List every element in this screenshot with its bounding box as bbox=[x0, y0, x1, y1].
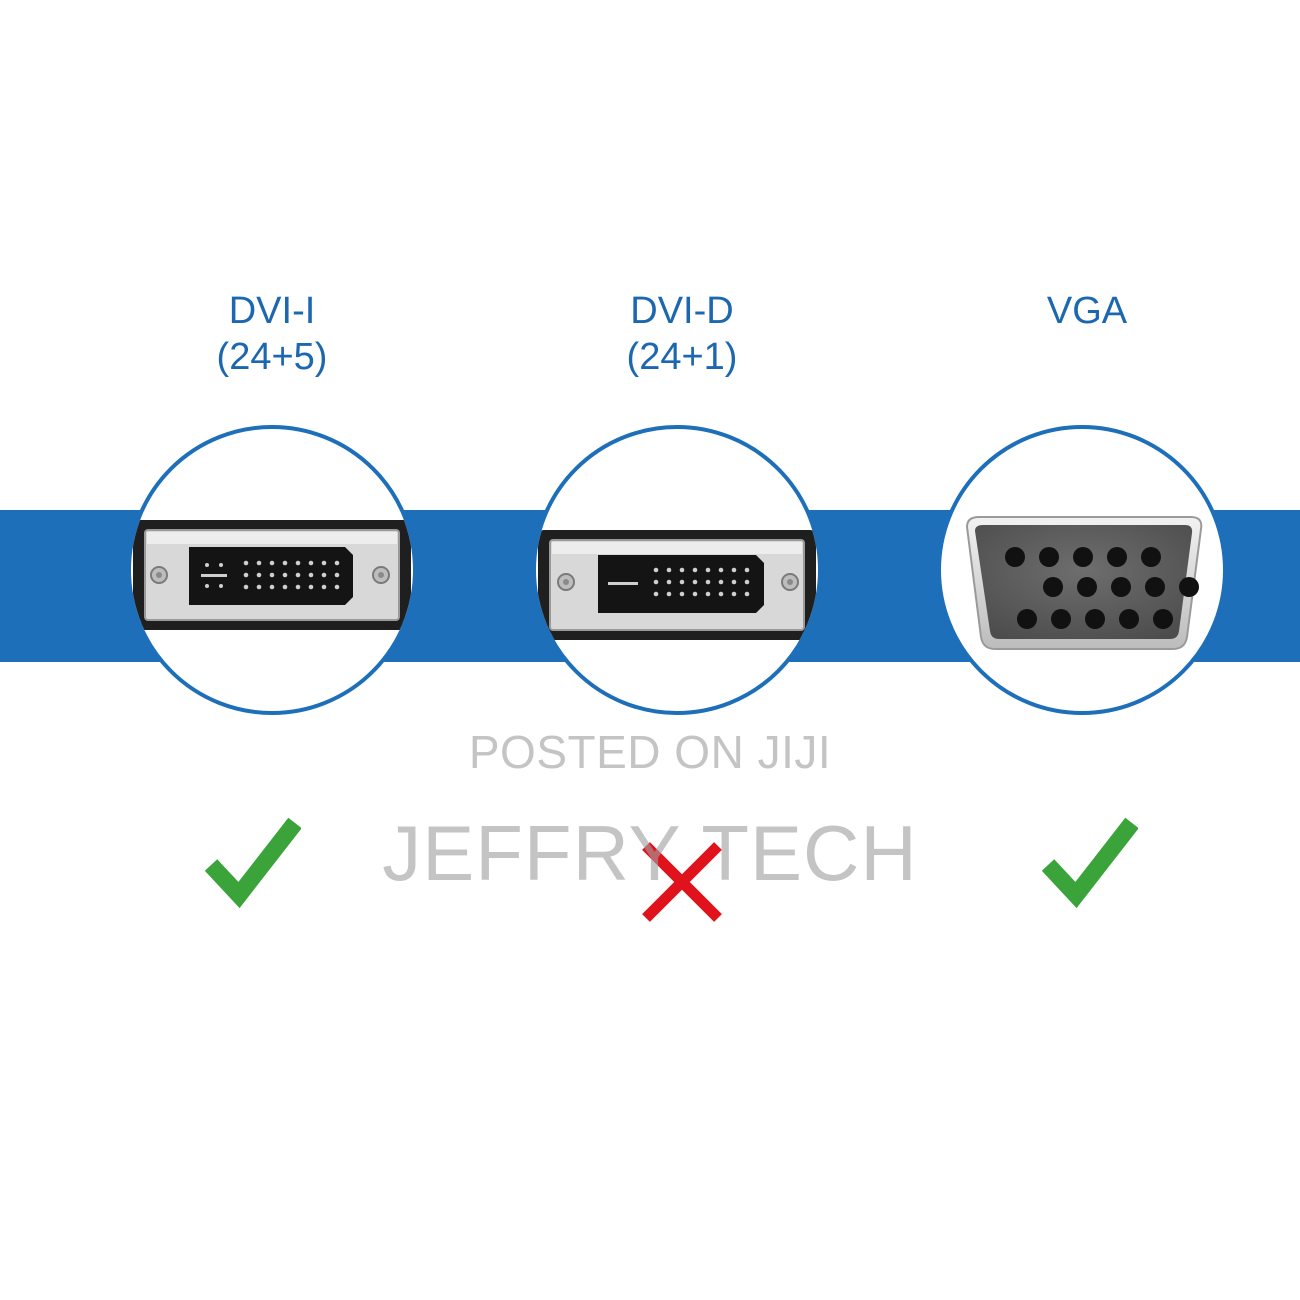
pin bbox=[1085, 609, 1105, 629]
pin bbox=[705, 579, 711, 585]
dvi-d-cross-icon bbox=[642, 842, 722, 922]
pin bbox=[744, 567, 750, 573]
pin bbox=[1017, 609, 1037, 629]
pin bbox=[731, 591, 737, 597]
pin bbox=[692, 579, 698, 585]
pin bbox=[718, 567, 724, 573]
dvi-i-connector-circle bbox=[127, 425, 417, 715]
pin bbox=[256, 560, 262, 566]
pin bbox=[269, 572, 275, 578]
watermark-line-2: JEFFRY TECH bbox=[382, 809, 918, 897]
vga-name: VGA bbox=[1046, 290, 1128, 332]
dvi-i-name: DVI-I bbox=[228, 290, 316, 332]
pin bbox=[256, 572, 262, 578]
pin bbox=[653, 591, 659, 597]
dvi-d-connector-icon bbox=[538, 530, 816, 640]
pin bbox=[1005, 547, 1025, 567]
pin bbox=[269, 584, 275, 590]
pin bbox=[295, 572, 301, 578]
pin bbox=[321, 584, 327, 590]
vga-connector-icon bbox=[965, 516, 1203, 650]
pin bbox=[1119, 609, 1139, 629]
pin bbox=[679, 579, 685, 585]
pin bbox=[1043, 577, 1063, 597]
dvi-d-connector-circle bbox=[532, 425, 822, 715]
dvi-d-label: DVI-D (24+1) bbox=[532, 288, 832, 380]
pin bbox=[1039, 547, 1059, 567]
pin bbox=[679, 591, 685, 597]
pin bbox=[718, 579, 724, 585]
pin bbox=[334, 572, 340, 578]
pin bbox=[243, 560, 249, 566]
watermark-line-1: POSTED ON JIJI bbox=[468, 726, 832, 778]
pin bbox=[308, 572, 314, 578]
pin bbox=[679, 567, 685, 573]
pin bbox=[269, 560, 275, 566]
pin bbox=[1073, 547, 1093, 567]
dvi-d-pins: (24+1) bbox=[626, 336, 738, 378]
pin bbox=[334, 560, 340, 566]
pin bbox=[334, 584, 340, 590]
pin bbox=[666, 579, 672, 585]
pin bbox=[744, 579, 750, 585]
pin bbox=[731, 579, 737, 585]
pin bbox=[243, 572, 249, 578]
vga-label: VGA bbox=[937, 288, 1237, 334]
pin bbox=[243, 584, 249, 590]
pin bbox=[282, 584, 288, 590]
pin bbox=[653, 567, 659, 573]
pin bbox=[1107, 547, 1127, 567]
pin bbox=[718, 591, 724, 597]
pin bbox=[308, 560, 314, 566]
pin bbox=[1111, 577, 1131, 597]
pin bbox=[666, 567, 672, 573]
pin bbox=[731, 567, 737, 573]
pin bbox=[282, 572, 288, 578]
dvi-i-connector-icon bbox=[133, 520, 411, 630]
pin bbox=[1145, 577, 1165, 597]
pin bbox=[705, 567, 711, 573]
pin bbox=[1077, 577, 1097, 597]
pin bbox=[295, 584, 301, 590]
dvi-i-pins: (24+5) bbox=[216, 336, 328, 378]
pin bbox=[308, 584, 314, 590]
pin bbox=[692, 567, 698, 573]
pin bbox=[692, 591, 698, 597]
pin bbox=[653, 579, 659, 585]
dvi-d-name: DVI-D bbox=[630, 290, 734, 332]
pin bbox=[321, 572, 327, 578]
pin bbox=[1051, 609, 1071, 629]
pin bbox=[256, 584, 262, 590]
pin bbox=[666, 591, 672, 597]
pin bbox=[295, 560, 301, 566]
vga-connector-circle bbox=[937, 425, 1227, 715]
pin bbox=[1141, 547, 1161, 567]
pin bbox=[705, 591, 711, 597]
dvi-i-label: DVI-I (24+5) bbox=[122, 288, 422, 380]
pin bbox=[321, 560, 327, 566]
pin bbox=[1179, 577, 1199, 597]
vga-check-icon bbox=[1042, 817, 1138, 909]
pin bbox=[744, 591, 750, 597]
pin bbox=[1153, 609, 1173, 629]
pin bbox=[282, 560, 288, 566]
dvi-i-check-icon bbox=[205, 817, 301, 909]
